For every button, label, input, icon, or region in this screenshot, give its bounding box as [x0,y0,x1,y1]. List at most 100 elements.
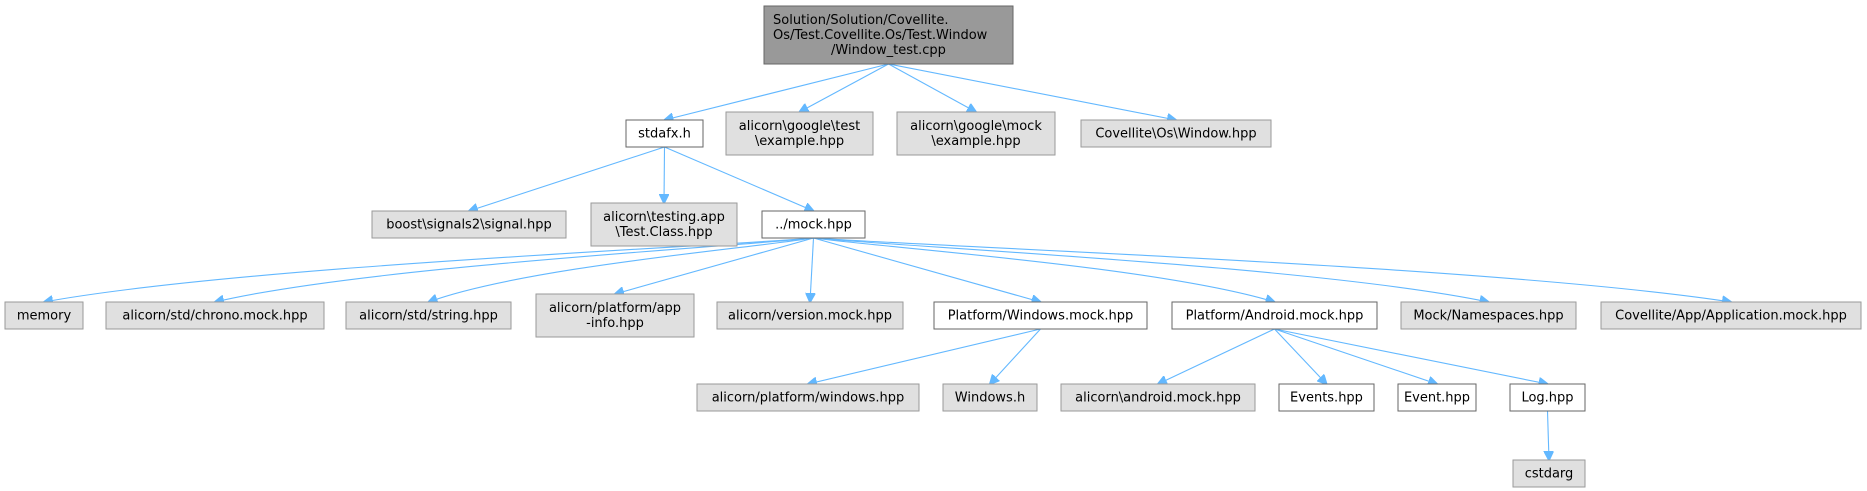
node-andmock[interactable]: Platform/Android.mock.hpp [1171,301,1378,330]
node-label-window-line-0: Covellite\Os\Window.hpp [1095,127,1256,142]
node-label-mock-line-0: ../mock.hpp [775,218,852,233]
edge-log-to-cstdarg [1548,410,1550,460]
edge-mock-to-chrono [215,237,814,302]
node-windowsh[interactable]: Windows.h [942,383,1038,412]
edge-stdafx-to-signal [469,146,665,211]
edge-root-to-stdafx [665,63,889,120]
node-gtest[interactable]: alicorn\google\test\example.hpp [725,111,874,156]
edge-root-to-window [888,63,1177,120]
edge-mock-to-winmock [813,237,1041,302]
node-window[interactable]: Covellite\Os\Window.hpp [1080,119,1272,148]
edge-winmock-to-windowsh [990,328,1041,384]
node-string[interactable]: alicorn/std/string.hpp [345,301,512,330]
edge-andmock-to-events [1274,328,1327,384]
node-label-testclass-line-1: \Test.Class.hpp [615,225,712,240]
node-box-string[interactable] [345,301,512,330]
node-stdafx[interactable]: stdafx.h [625,119,704,148]
node-events[interactable]: Events.hpp [1278,383,1375,412]
edge-root-to-gtest [800,63,889,112]
edge-andmock-to-event [1274,328,1438,384]
edge-mock-to-appmock [813,237,1732,302]
node-root[interactable]: Solution/Solution/Covellite.Os/Test.Cove… [763,5,1014,65]
node-label-memory-line-0: memory [17,309,72,324]
node-label-gmock-line-0: alicorn\google\mock [910,119,1042,134]
node-log[interactable]: Log.hpp [1509,383,1586,412]
node-label-gmock-line-1: \example.hpp [931,134,1020,149]
node-testclass[interactable]: alicorn\testing.app\Test.Class.hpp [590,202,738,247]
node-label-root-line-2: /Window_test.cpp [831,43,946,58]
node-label-cstdarg-line-0: cstdarg [1525,467,1574,482]
node-label-chrono-line-0: alicorn/std/chrono.mock.hpp [122,309,307,324]
node-label-testclass-line-0: alicorn\testing.app [603,210,725,225]
node-platwin[interactable]: alicorn/platform/windows.hpp [696,383,920,412]
node-box-andalicorn[interactable] [1060,383,1256,412]
edge-layer [44,63,1732,460]
edge-mock-to-string [429,237,814,302]
edge-root-to-gmock [888,63,977,112]
node-box-log[interactable] [1509,383,1586,412]
node-box-andmock[interactable] [1171,301,1378,330]
node-box-signal[interactable] [371,210,567,239]
node-andalicorn[interactable]: alicorn\android.mock.hpp [1060,383,1256,412]
node-box-windowsh[interactable] [942,383,1038,412]
node-label-appmock-line-0: Covellite/App/Application.mock.hpp [1615,309,1847,324]
node-label-version-line-0: alicorn/version.mock.hpp [728,309,892,324]
node-label-platwin-line-0: alicorn/platform/windows.hpp [712,391,905,406]
edge-winmock-to-platwin [808,328,1041,384]
edge-stdafx-to-testclass [664,146,665,203]
node-version[interactable]: alicorn/version.mock.hpp [716,301,904,330]
node-label-root-line-0: Solution/Solution/Covellite. [773,13,948,28]
node-appmock[interactable]: Covellite/App/Application.mock.hpp [1600,301,1862,330]
node-label-signal-line-0: boost\signals2\signal.hpp [386,218,552,233]
edge-andmock-to-andalicorn [1158,328,1275,384]
node-label-andmock-line-0: Platform/Android.mock.hpp [1186,309,1364,324]
node-gmock[interactable]: alicorn\google\mock\example.hpp [896,111,1056,156]
node-memory[interactable]: memory [4,301,84,330]
node-chrono[interactable]: alicorn/std/chrono.mock.hpp [105,301,325,330]
node-cstdarg[interactable]: cstdarg [1512,459,1586,488]
node-label-namespaces-line-0: Mock/Namespaces.hpp [1413,309,1563,324]
node-box-winmock[interactable] [933,301,1148,330]
node-label-gtest-line-0: alicorn\google\test [739,119,860,134]
node-label-gtest-line-1: \example.hpp [755,134,844,149]
node-label-appinfo-line-1: -info.hpp [586,316,644,331]
node-box-gmock[interactable] [896,111,1056,156]
node-box-version[interactable] [716,301,904,330]
edge-mock-to-memory [44,237,814,302]
node-box-cstdarg[interactable] [1512,459,1586,488]
edge-mock-to-appinfo [615,237,814,294]
node-box-namespaces[interactable] [1400,301,1577,330]
node-box-events[interactable] [1278,383,1375,412]
edge-andmock-to-log [1274,328,1548,384]
node-box-testclass[interactable] [590,202,738,247]
node-box-appinfo[interactable] [535,293,695,338]
node-box-memory[interactable] [4,301,84,330]
node-label-log-line-0: Log.hpp [1521,391,1573,406]
node-namespaces[interactable]: Mock/Namespaces.hpp [1400,301,1577,330]
node-box-chrono[interactable] [105,301,325,330]
node-event[interactable]: Event.hpp [1397,383,1477,412]
node-label-stdafx-line-0: stdafx.h [638,127,691,142]
node-mock[interactable]: ../mock.hpp [761,210,866,239]
node-label-andalicorn-line-0: alicorn\android.mock.hpp [1075,391,1241,406]
node-box-platwin[interactable] [696,383,920,412]
node-box-appmock[interactable] [1600,301,1862,330]
node-box-mock[interactable] [761,210,866,239]
node-box-window[interactable] [1080,119,1272,148]
edge-mock-to-version [810,237,814,302]
node-label-appinfo-line-0: alicorn/platform/app [549,301,681,316]
node-box-event[interactable] [1397,383,1477,412]
node-layer: Solution/Solution/Covellite.Os/Test.Cove… [4,5,1862,488]
node-label-windowsh-line-0: Windows.h [955,391,1025,406]
node-box-root[interactable] [763,5,1014,65]
edge-mock-to-andmock [813,237,1275,302]
node-box-stdafx[interactable] [625,119,704,148]
node-label-winmock-line-0: Platform/Windows.mock.hpp [948,309,1134,324]
node-box-gtest[interactable] [725,111,874,156]
node-signal[interactable]: boost\signals2\signal.hpp [371,210,567,239]
node-appinfo[interactable]: alicorn/platform/app-info.hpp [535,293,695,338]
node-winmock[interactable]: Platform/Windows.mock.hpp [933,301,1148,330]
node-label-events-line-0: Events.hpp [1290,391,1363,406]
node-label-event-line-0: Event.hpp [1404,391,1470,406]
